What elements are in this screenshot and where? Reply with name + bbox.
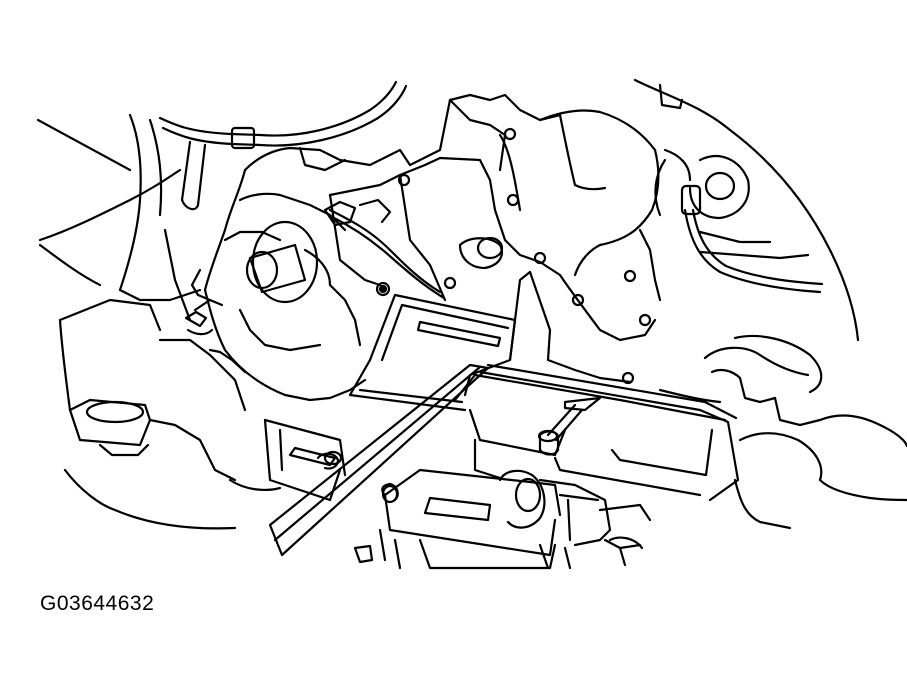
upper-hose	[158, 80, 408, 211]
lower-left-clamp	[228, 418, 347, 502]
support-bar	[268, 363, 490, 557]
engine-block-upper	[328, 93, 662, 385]
right-fender	[633, 78, 907, 530]
wire-harness	[323, 184, 824, 300]
transaxle-housing	[184, 146, 412, 402]
engine-support-bracket	[348, 270, 740, 502]
figure-code-label: G03644632	[40, 592, 155, 615]
lower-crossmember	[353, 468, 652, 570]
left-engine-block	[36, 113, 247, 530]
